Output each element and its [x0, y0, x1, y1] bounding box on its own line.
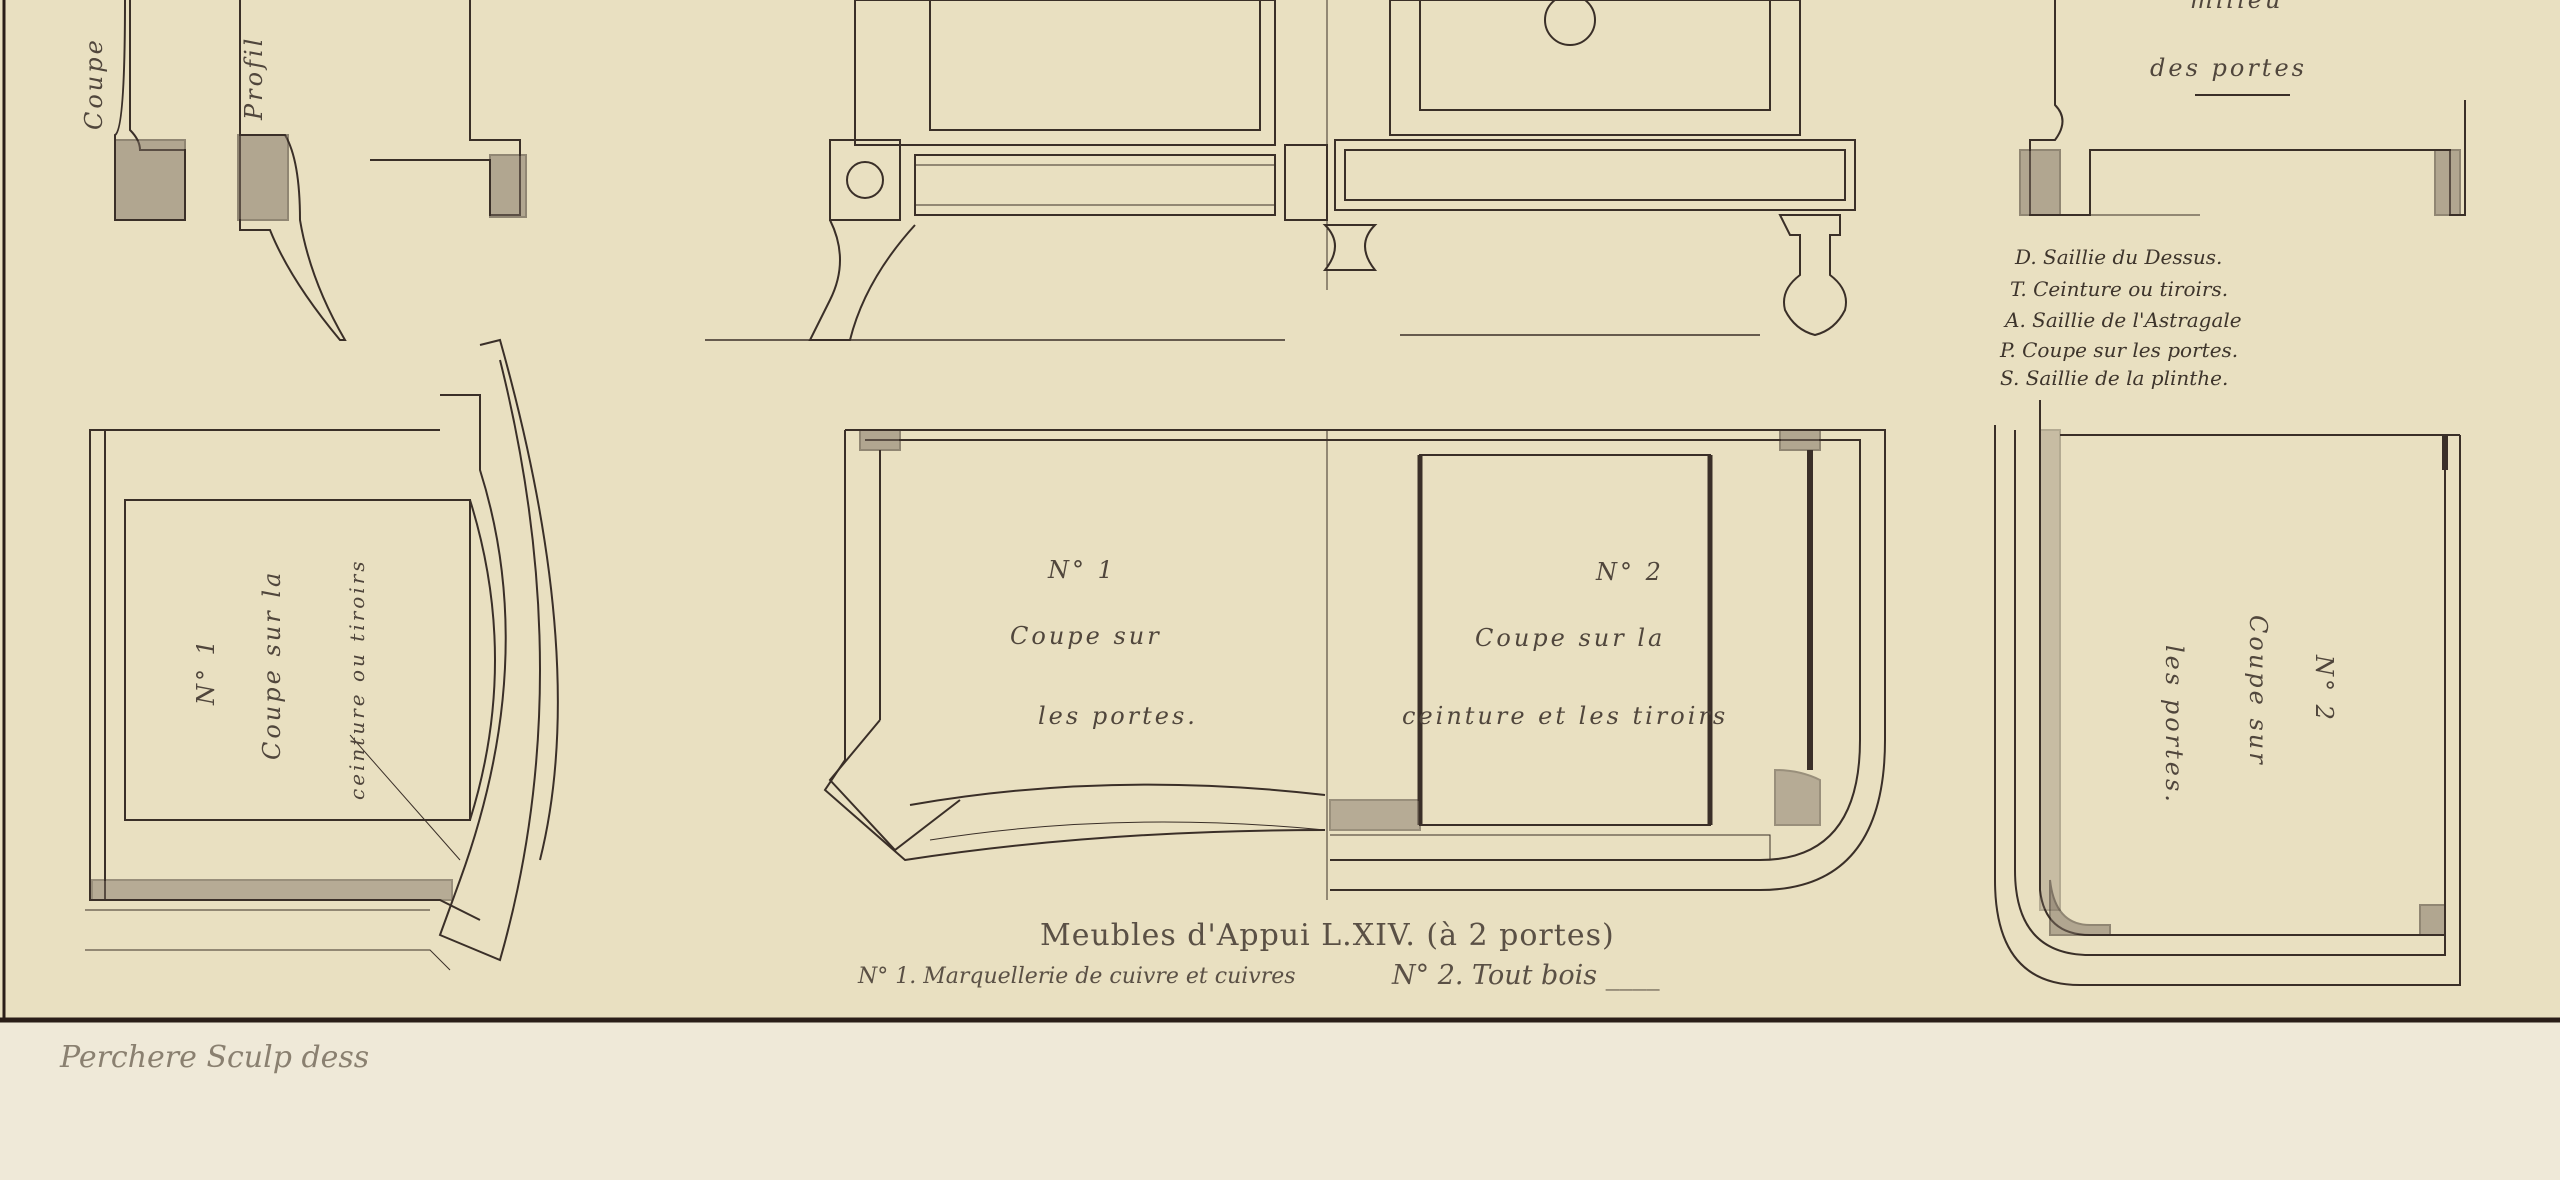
coupe-label: Coupe	[80, 37, 108, 130]
profil-label: Profil	[240, 35, 268, 120]
milieu-label: milieu	[2190, 0, 2284, 14]
center-plan	[823, 429, 1886, 900]
profile-sections	[114, 0, 527, 341]
center-n1-number: N° 1	[1048, 556, 1116, 584]
center-n1-line2: les portes.	[1038, 702, 1198, 730]
legend-item: P. Coupe sur les portes.	[2000, 338, 2239, 362]
left-plan-number: N° 1	[192, 637, 220, 705]
legend-item: S. Saillie de la plinthe.	[2000, 366, 2229, 390]
plate-subtitle-n1: N° 1. Marquellerie de cuivre et cuivres	[858, 964, 1296, 989]
legend-item: A. Saillie de l'Astragale	[2005, 308, 2242, 332]
cabinet-elevation	[705, 0, 1856, 341]
left-plan	[85, 338, 559, 971]
center-n1-line1: Coupe sur	[1010, 622, 1162, 650]
center-n2-line2: ceinture et les tiroirs	[1402, 702, 1729, 730]
center-n2-line1: Coupe sur la	[1475, 624, 1666, 652]
paper-margin	[0, 1022, 2560, 1180]
right-plan-line2: les portes.	[2160, 645, 2188, 805]
right-elevation-section	[2019, 0, 2466, 216]
engraving-plate	[0, 0, 2560, 1020]
right-plan-number: N° 2	[2310, 655, 2338, 723]
left-plan-line2: ceinture ou tiroirs	[345, 558, 369, 800]
legend-item: T. Ceinture ou tiroirs.	[2010, 277, 2229, 301]
plate-title: Meubles d'Appui L.XIV. (à 2 portes)	[1040, 918, 1615, 953]
right-plan	[1994, 400, 2461, 986]
left-plan-line1: Coupe sur la	[258, 569, 286, 760]
legend-item: D. Saillie du Dessus.	[2015, 245, 2223, 269]
center-n2-number: N° 2	[1596, 558, 1664, 586]
des-portes-label: des portes	[2150, 54, 2307, 82]
engraver-signature: Perchere Sculp dess	[60, 1040, 370, 1075]
right-plan-line1: Coupe sur	[2244, 615, 2272, 767]
plate-subtitle-n2: N° 2. Tout bois ____	[1392, 960, 1660, 991]
